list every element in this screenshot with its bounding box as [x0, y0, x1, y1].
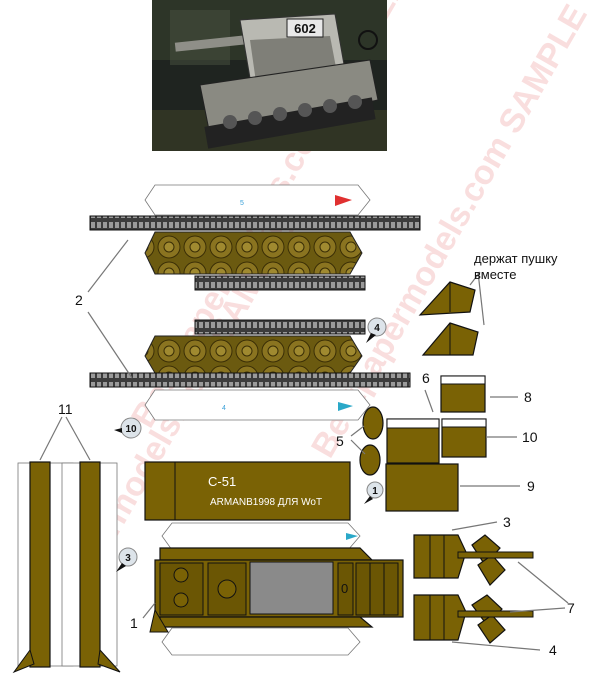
- part-number-2: 2: [75, 292, 83, 308]
- hull-title: С-51: [208, 474, 236, 489]
- part-number-labels: 2 11 6 8 5 10 9 3 7 1 4: [58, 292, 575, 658]
- preview-photo: 602: [152, 0, 387, 151]
- hull-top-panel: С-51 ARMANB1998 ДЛЯ WoT: [144, 461, 351, 521]
- part-number-11: 11: [58, 401, 73, 417]
- svg-text:10: 10: [125, 424, 137, 435]
- svg-text:3: 3: [125, 553, 131, 564]
- part-number-1: 1: [130, 615, 138, 631]
- step-badges: 4 10 3 1: [114, 317, 387, 572]
- hull-main-body: 0: [149, 547, 404, 656]
- round-parts: [359, 406, 384, 476]
- step-badge-10: 10: [114, 417, 142, 439]
- gun-note-line2: вместе: [474, 267, 516, 282]
- part-number-10: 10: [522, 429, 538, 445]
- svg-text:5: 5: [240, 200, 244, 207]
- track-assembly-lower: 4: [89, 319, 411, 421]
- svg-text:4: 4: [222, 405, 226, 412]
- box-parts: [385, 375, 487, 512]
- leader-lines: [39, 239, 569, 651]
- gun-note: держат пушку вместе: [474, 251, 558, 282]
- hull-author-line: ARMANB1998 ДЛЯ WoT: [210, 497, 322, 508]
- track-assembly-upper: 5: [89, 184, 421, 291]
- part-number-5: 5: [336, 433, 344, 449]
- part-number-9: 9: [527, 478, 535, 494]
- svg-text:4: 4: [374, 323, 380, 334]
- hull-side-strip: [161, 522, 361, 551]
- side-plate-pair: [12, 461, 121, 674]
- step-badge-3: 3: [116, 547, 138, 572]
- part-number-3: 3: [503, 514, 511, 530]
- gun-note-line1: держат пушку: [474, 251, 558, 266]
- svg-text:0: 0: [341, 581, 348, 596]
- settings-gear-icon: [358, 30, 378, 50]
- svg-text:1: 1: [372, 486, 378, 497]
- part-number-7: 7: [567, 600, 575, 616]
- part-number-6: 6: [422, 370, 430, 386]
- step-badge-1: 1: [364, 481, 384, 504]
- gun-mantlet-parts: [413, 534, 534, 644]
- step-badge-4: 4: [366, 317, 387, 343]
- turret-number: 602: [294, 21, 316, 36]
- part-number-4: 4: [549, 642, 557, 658]
- gun-brackets: [418, 281, 479, 356]
- part-number-8: 8: [524, 389, 532, 405]
